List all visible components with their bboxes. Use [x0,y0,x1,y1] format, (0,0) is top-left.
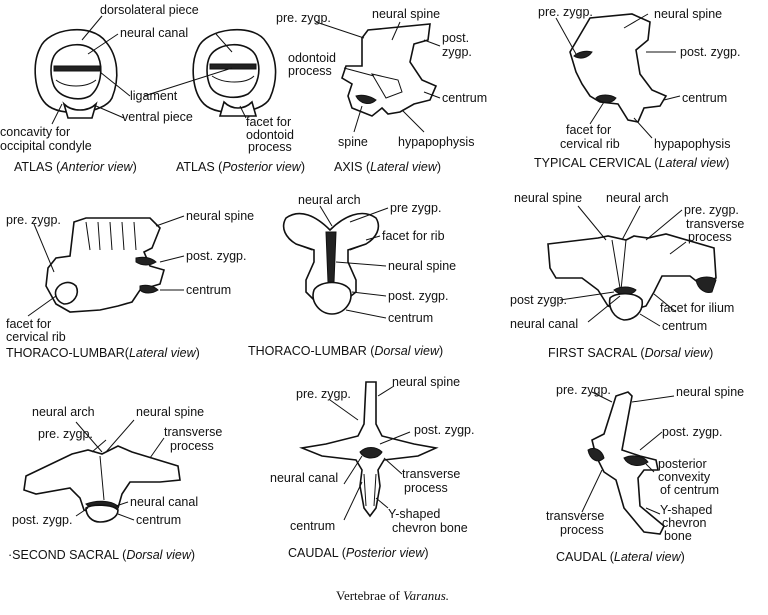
label-cl-transverse-line2: process [560,523,604,537]
label-ss-transverse-line1: transverse [164,425,223,439]
caudal-lateral-drawing [587,391,665,535]
caption-second-sacral: ·SECOND SACRAL (Dorsal view) [8,548,196,562]
label-tl-facet-rib-line1: facet for [6,317,52,331]
label-cl-bone: bone [664,529,692,543]
label-cp-neural-spine: neural spine [392,375,461,389]
label-cervical-pre-zygp: pre. zygp. [538,5,593,19]
caption-atlas-anterior: ATLAS (Anterior view) [14,160,137,174]
label-axis-hypapophysis: hypapophysis [398,135,475,149]
label-cl-convexity-line3: of centrum [660,483,720,497]
label-cl-convexity-line2: convexity [658,470,711,484]
label-ss-centrum: centrum [136,513,182,527]
label-cl-neural-spine: neural spine [676,385,745,399]
label-tl-dor-neural-spine: neural spine [388,259,457,273]
label-axis-centrum: centrum [442,91,488,105]
label-fs-pre-zygp: pre. zygp. [684,203,739,217]
label-axis-neural-spine: neural spine [372,7,441,21]
label-tl-dor-pre-zygp: pre zygp. [390,201,442,215]
label-cl-convexity-line1: posterior [658,457,707,471]
caption-axis: AXIS (Lateral view) [334,160,442,174]
typical-cervical-drawing [569,13,668,123]
label-fs-neural-canal: neural canal [510,317,579,331]
label-tl-dor-facet-rib: facet for rib [382,229,445,243]
label-cervical-centrum: centrum [682,91,728,105]
label-ss-transverse-line2: process [170,439,214,453]
thoraco-lumbar-dorsal-drawing [282,212,380,315]
label-cl-transverse-line1: transverse [546,509,605,523]
label-cl-pre-zygp: pre. zygp. [556,383,611,397]
label-fs-facet-ilium: facet for ilium [660,301,735,315]
label-cp-pre-zygp: pre. zygp. [296,387,351,401]
label-facet-odontoid-line3: process [248,140,292,154]
label-facet-cervical-rib-line1: facet for [566,123,612,137]
label-fs-transverse-line1: transverse [686,217,745,231]
label-tl-dor-post-zygp: post. zygp. [388,289,449,303]
label-cervical-hypapophysis: hypapophysis [654,137,731,151]
caption-thoraco-lumbar-lateral: THORACO-LUMBAR(Lateral view) [6,346,200,360]
label-ligament: ligament [130,89,178,103]
label-cp-neural-canal: neural canal [270,471,339,485]
label-ss-neural-canal: neural canal [130,495,199,509]
caption-typical-cervical: TYPICAL CERVICAL (Lateral view) [534,156,730,170]
label-cl-chevron: chevron [662,516,707,530]
label-facet-cervical-rib-line2: cervical rib [560,137,620,151]
label-ss-neural-arch: neural arch [32,405,95,419]
label-cp-yshaped-line1: Y-shaped [388,507,441,521]
label-concavity-line1: concavity for [0,125,71,139]
label-cervical-neural-spine: neural spine [654,7,723,21]
label-ss-post-zygp: post. zygp. [12,513,73,527]
axis-drawing [341,23,438,117]
leader-lines [27,13,687,521]
label-cervical-post-zygp: post. zygp. [680,45,741,59]
caption-caudal-posterior: CAUDAL (Posterior view) [288,546,429,560]
label-axis-post-line1: post. [442,31,470,45]
label-axis-pre-zygp: pre. zygp. [276,11,331,25]
caudal-posterior-drawing [299,381,439,518]
label-cp-centrum: centrum [290,519,336,533]
label-dorsolateral-piece: dorsolateral piece [100,3,199,17]
thoraco-lumbar-lateral-drawing [45,217,165,313]
first-sacral-drawing [547,233,717,321]
label-axis-spine: spine [338,135,368,149]
label-fs-neural-arch: neural arch [606,191,669,205]
label-cp-post-zygp: post. zygp. [414,423,475,437]
label-axis-post-line2: zygp. [442,45,472,59]
label-odontoid-line1: odontoid [288,51,336,65]
label-cp-yshaped-line2: chevron bone [392,521,468,535]
caption-caudal-lateral: CAUDAL (Lateral view) [556,550,685,564]
label-concavity-line2: occipital condyle [0,139,92,153]
label-fs-neural-spine: neural spine [514,191,583,205]
label-cl-post-zygp: post. zygp. [662,425,723,439]
label-cl-yshaped-line1: Y-shaped [660,503,713,517]
label-cp-transverse-line2: process [404,481,448,495]
label-facet-odontoid-line1: facet for [246,115,292,129]
caption-atlas-posterior: ATLAS (Posterior view) [176,160,305,174]
label-facet-odontoid-line2: odontoid [246,128,294,142]
label-tl-facet-rib-line2: cervical rib [6,330,66,344]
caption-first-sacral: FIRST SACRAL (Dorsal view) [548,346,714,360]
label-odontoid-line2: process [288,64,332,78]
figure-title: Vertebrae of Varanus. [336,588,450,603]
label-tl-lat-centrum: centrum [186,283,232,297]
atlas-anterior-drawing [34,28,118,119]
label-tl-lat-pre-zygp: pre. zygp. [6,213,61,227]
label-ss-pre-zygp: pre. zygp. [38,427,93,441]
label-fs-post-zygp: post zygp. [510,293,567,307]
atlas-posterior-drawing [192,28,277,117]
caption-thoraco-lumbar-dorsal: THORACO-LUMBAR (Dorsal view) [248,344,444,358]
label-tl-dor-centrum: centrum [388,311,434,325]
label-tl-dor-neural-arch: neural arch [298,193,361,207]
label-neural-canal-atlas: neural canal [120,26,189,40]
label-fs-centrum: centrum [662,319,708,333]
label-ventral-piece: ventral piece [122,110,193,124]
second-sacral-drawing [23,445,181,523]
label-fs-transverse-line2: process [688,230,732,244]
label-ss-neural-spine: neural spine [136,405,205,419]
label-tl-lat-neural-spine: neural spine [186,209,255,223]
label-cp-transverse-line1: transverse [402,467,461,481]
label-tl-lat-post-zygp: post. zygp. [186,249,247,263]
